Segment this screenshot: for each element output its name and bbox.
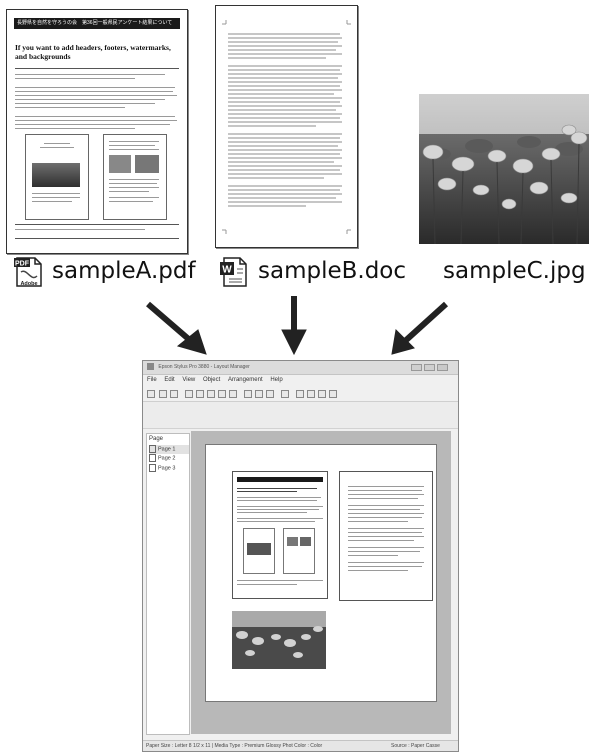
arrows-group (146, 296, 449, 356)
settings-icon[interactable] (329, 390, 337, 398)
menu-help[interactable]: Help (270, 377, 283, 383)
page-list-panel: Page Page 1 Page 2 Page 3 (146, 433, 190, 735)
align-center-icon[interactable] (255, 390, 263, 398)
pdf-file-icon: PDF Adobe (14, 257, 42, 287)
layout-icon[interactable] (296, 390, 304, 398)
sample-a-pdf-preview: 長野県を自然を守ろうの会 第36回一般県民アンケート結果について If you … (6, 9, 188, 254)
page-icon (149, 454, 156, 463)
doc-a-header-bar: 長野県を自然を守ろうの会 第36回一般県民アンケート結果について (14, 18, 180, 29)
doc-a-thumbnail-left (25, 134, 89, 220)
menu-file[interactable]: File (147, 377, 157, 383)
align-left-icon[interactable] (244, 390, 252, 398)
placed-sample-b[interactable] (339, 471, 433, 601)
menu-edit[interactable]: Edit (164, 377, 175, 383)
svg-text:W: W (222, 265, 232, 276)
sample-b-filename: sampleB.doc (258, 258, 407, 284)
page-panel-heading: Page (149, 436, 164, 442)
doc-b-text-lines (222, 20, 351, 234)
sample-c-jpg-photo (419, 94, 589, 244)
status-bar: Paper Size : Letter 8 1/2 x 11 | Media T… (143, 740, 458, 751)
layout-manager-window: Epson Stylus Pro 3880 - Layout Manager F… (142, 360, 459, 752)
menu-bar: File Edit View Object Arrangement Help (143, 375, 458, 386)
page-list-item-2[interactable]: Page 2 (149, 454, 189, 463)
window-titlebar: Epson Stylus Pro 3880 - Layout Manager (143, 361, 458, 375)
menu-view[interactable]: View (182, 377, 196, 383)
print-sheet (205, 444, 437, 702)
arrange-icon[interactable] (318, 390, 326, 398)
page-setup-icon[interactable] (281, 390, 289, 398)
cut-icon[interactable] (185, 390, 193, 398)
window-title: Epson Stylus Pro 3880 - Layout Manager (158, 364, 250, 370)
page-icon (149, 445, 156, 453)
undo-icon[interactable] (159, 390, 167, 398)
print-icon[interactable] (147, 390, 155, 398)
svg-text:PDF: PDF (15, 261, 30, 268)
status-source: Source : Paper Casse (391, 743, 440, 749)
toolbar (143, 387, 458, 402)
word-file-icon: W (220, 257, 247, 287)
page-list-item-1[interactable]: Page 1 (149, 445, 189, 455)
status-paper-info: Paper Size : Letter 8 1/2 x 11 | Media T… (146, 743, 323, 749)
svg-text:Adobe: Adobe (20, 281, 37, 287)
maximize-button[interactable] (424, 364, 435, 371)
arrow-right (391, 301, 449, 355)
minimize-button[interactable] (411, 364, 422, 371)
ruler-area (143, 402, 458, 429)
delete-icon[interactable] (218, 390, 226, 398)
sample-a-filename: sampleA.pdf (52, 258, 196, 284)
sample-b-doc-preview (215, 5, 358, 248)
grid-icon[interactable] (307, 390, 315, 398)
placed-sample-c[interactable] (232, 611, 326, 669)
page-icon (149, 463, 156, 472)
copy-icon[interactable] (196, 390, 204, 398)
sample-c-filename: sampleC.jpg (443, 258, 586, 284)
doc-a-thumbnail-right (103, 134, 167, 220)
redo-icon[interactable] (170, 390, 178, 398)
arrow-left (146, 301, 207, 355)
select-all-icon[interactable] (229, 390, 237, 398)
page-list-item-3[interactable]: Page 3 (149, 463, 189, 473)
align-right-icon[interactable] (266, 390, 274, 398)
arrow-center (281, 296, 307, 356)
menu-object[interactable]: Object (202, 377, 221, 383)
paste-icon[interactable] (207, 390, 215, 398)
app-icon (147, 363, 154, 371)
close-button[interactable] (437, 364, 448, 371)
doc-a-title: If you want to add headers, footers, wat… (15, 43, 171, 61)
menu-arrangement[interactable]: Arrangement (227, 377, 263, 383)
placed-sample-a[interactable] (232, 471, 328, 599)
